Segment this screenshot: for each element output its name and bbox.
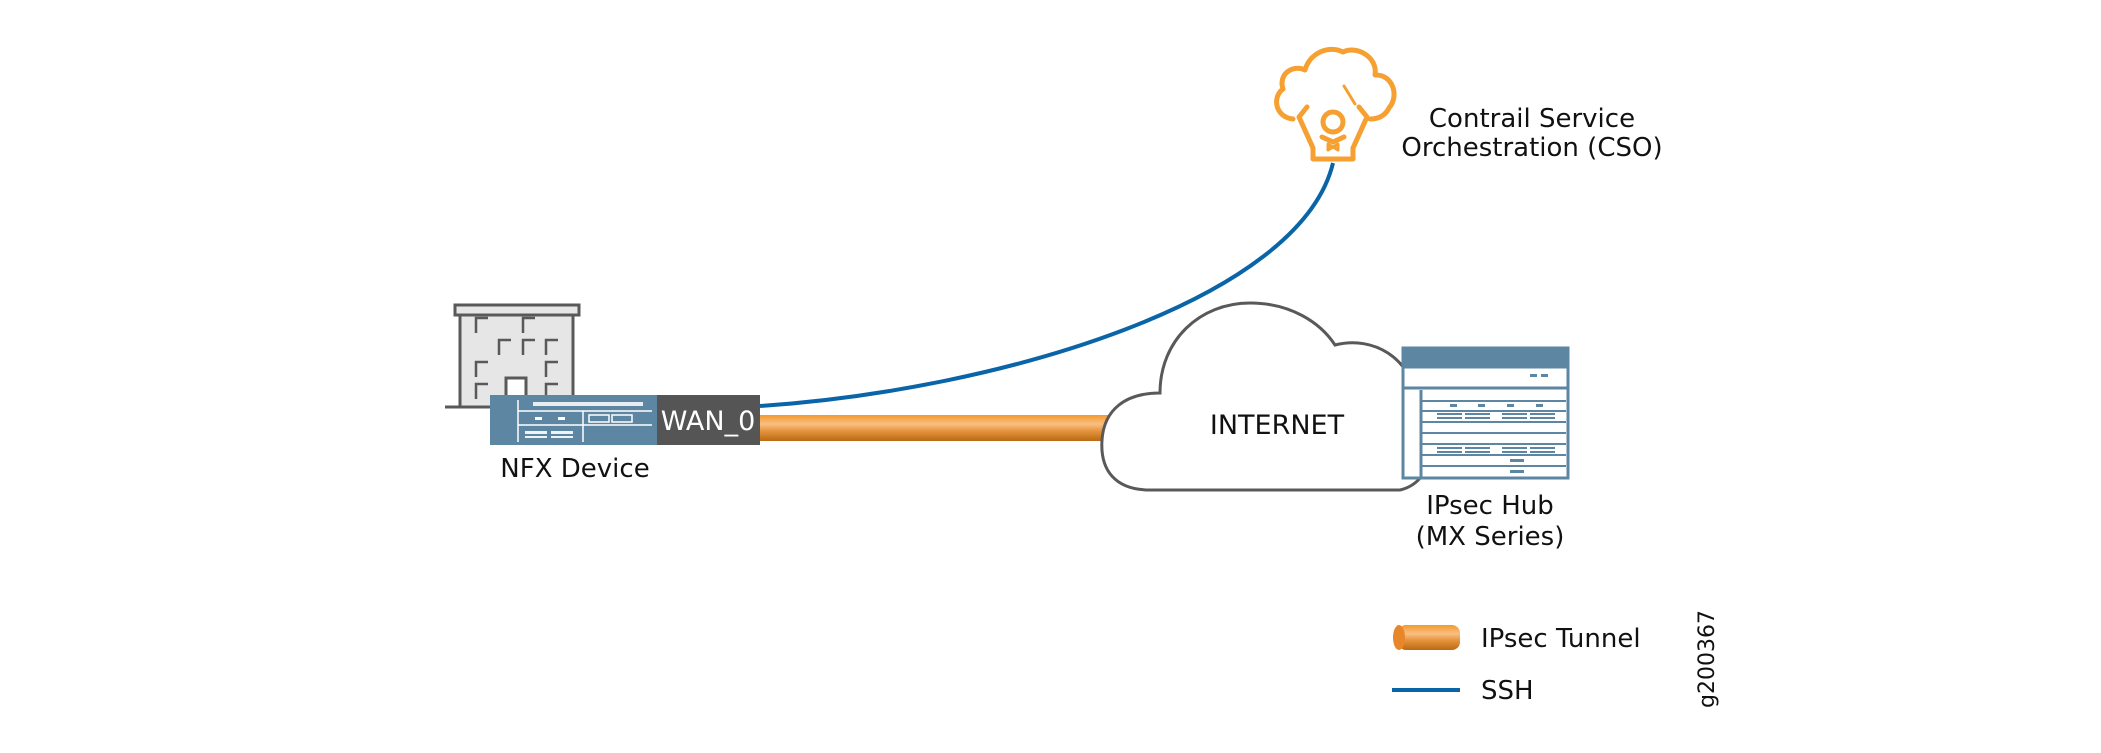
legend: IPsec Tunnel SSH bbox=[1392, 624, 1641, 706]
cso-cloud-conductor-icon bbox=[1274, 46, 1397, 162]
cso-label-line1: Contrail Service bbox=[1429, 104, 1635, 134]
legend-ipsec-tunnel-label: IPsec Tunnel bbox=[1481, 624, 1641, 654]
hub-label-line1: IPsec Hub bbox=[1426, 491, 1554, 521]
figure-id: g200367 bbox=[1695, 610, 1720, 708]
nfx-device-label: NFX Device bbox=[500, 454, 649, 484]
wan-port-label: WAN_0 bbox=[661, 406, 756, 437]
ssh-link bbox=[759, 162, 1335, 408]
tunnel-pipe-icon bbox=[1393, 625, 1460, 650]
mx-chassis-icon bbox=[1401, 346, 1570, 480]
ipsec-tunnel-link bbox=[760, 415, 1120, 441]
internet-label: INTERNET bbox=[1210, 410, 1345, 441]
hub-label-line2: (MX Series) bbox=[1416, 522, 1565, 552]
internet-cloud-icon bbox=[1100, 301, 1436, 492]
wan-port-box bbox=[657, 395, 760, 445]
building-icon bbox=[445, 303, 581, 409]
legend-ssh-label: SSH bbox=[1481, 676, 1534, 706]
nfx-device-icon bbox=[490, 395, 760, 445]
cso-label-line2: Orchestration (CSO) bbox=[1401, 133, 1662, 163]
